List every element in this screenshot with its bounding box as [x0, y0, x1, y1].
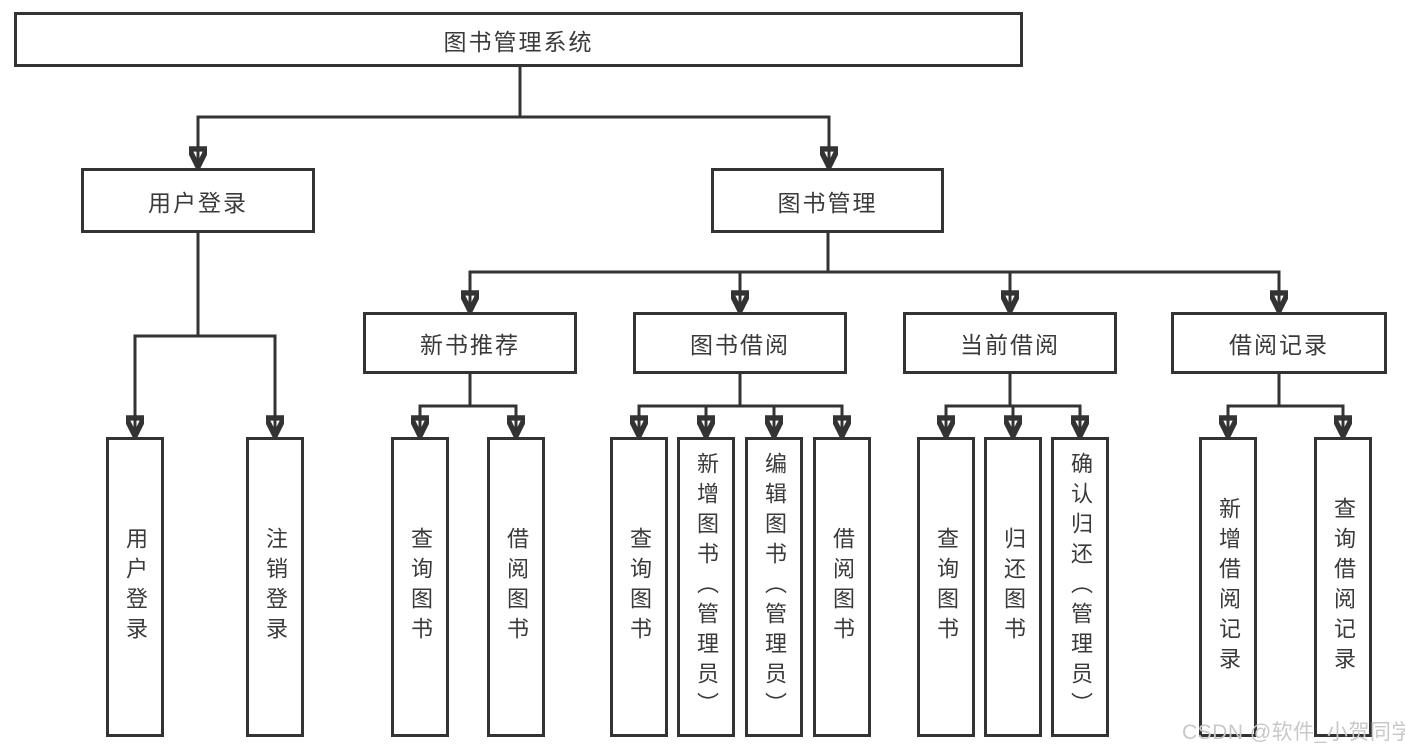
leaf-recommend-query-book: 查询图书	[391, 437, 449, 737]
leaf-recommend-borrow-book-label: 借阅图书	[504, 527, 529, 647]
leaf-current-return-book-label: 归还图书	[1001, 527, 1026, 647]
csdn-watermark: CSDN @软件_小贺同学	[1182, 721, 1405, 744]
node-current-borrowing: 当前借阅	[903, 312, 1117, 374]
leaf-borrowing-borrow-book-label: 借阅图书	[830, 527, 855, 647]
leaf-borrowing-edit-book-admin-label: 编辑图书（管理员）	[762, 452, 787, 722]
leaf-current-query-book: 查询图书	[917, 437, 975, 737]
connector-book-management-to-level3	[470, 231, 1279, 310]
node-library-management-system: 图书管理系统	[14, 12, 1023, 67]
node-user-login: 用户登录	[81, 168, 315, 233]
node-current-borrowing-label: 当前借阅	[960, 332, 1060, 358]
leaf-borrowing-borrow-book: 借阅图书	[813, 437, 871, 737]
leaf-records-add-record: 新增借阅记录	[1199, 437, 1257, 737]
leaf-borrowing-add-book-admin-label: 新增图书（管理员）	[694, 452, 719, 722]
leaf-borrowing-query-book-label: 查询图书	[627, 527, 652, 647]
leaf-current-return-book: 归还图书	[984, 437, 1042, 737]
node-new-book-recommendation: 新书推荐	[363, 312, 577, 374]
connector-current-borrowing-to-leaves	[946, 372, 1080, 435]
connector-user-login-to-leaves	[135, 231, 275, 435]
leaf-current-confirm-return-admin-label: 确认归还（管理员）	[1068, 452, 1093, 722]
leaf-user-login-label: 用户登录	[123, 527, 148, 647]
leaf-logout: 注销登录	[246, 437, 304, 737]
leaf-current-confirm-return-admin: 确认归还（管理员）	[1051, 437, 1109, 737]
leaf-records-query-record: 查询借阅记录	[1314, 437, 1372, 737]
leaf-records-query-record-label: 查询借阅记录	[1331, 497, 1356, 677]
leaf-recommend-query-book-label: 查询图书	[408, 527, 433, 647]
leaf-current-query-book-label: 查询图书	[934, 527, 959, 647]
connector-new-book-recommendation-to-leaves	[420, 372, 516, 435]
connector-book-borrowing-to-leaves	[639, 372, 842, 435]
connector-root-to-level2	[198, 65, 829, 166]
leaf-recommend-borrow-book: 借阅图书	[487, 437, 545, 737]
node-book-management: 图书管理	[711, 168, 944, 233]
node-library-management-system-label: 图书管理系统	[443, 28, 594, 55]
node-book-borrowing-label: 图书借阅	[690, 332, 790, 358]
leaf-records-add-record-label: 新增借阅记录	[1216, 497, 1241, 677]
leaf-borrowing-edit-book-admin: 编辑图书（管理员）	[745, 437, 803, 737]
node-book-management-label: 图书管理	[777, 189, 878, 216]
connector-borrowing-records-to-leaves	[1228, 372, 1343, 435]
leaf-borrowing-add-book-admin: 新增图书（管理员）	[677, 437, 735, 737]
node-borrowing-records-label: 借阅记录	[1229, 332, 1329, 358]
leaf-user-login: 用户登录	[106, 437, 164, 737]
node-borrowing-records: 借阅记录	[1171, 312, 1387, 374]
node-new-book-recommendation-label: 新书推荐	[420, 332, 520, 358]
leaf-logout-label: 注销登录	[263, 527, 288, 647]
leaf-borrowing-query-book: 查询图书	[610, 437, 668, 737]
node-book-borrowing: 图书借阅	[633, 312, 847, 374]
node-user-login-label: 用户登录	[148, 189, 248, 216]
